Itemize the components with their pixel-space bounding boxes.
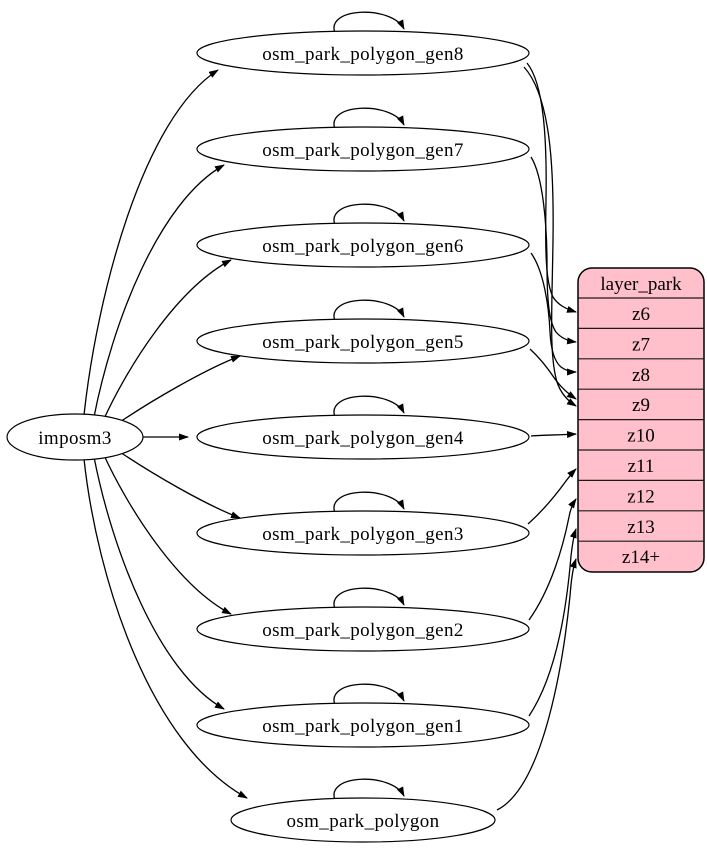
- edge-imposm3-gen6: [102, 259, 232, 422]
- node-osm-park-polygon-gen4: osm_park_polygon_gen4: [196, 414, 530, 460]
- table-row-z11: z11: [628, 456, 655, 477]
- node-osm-park-polygon-gen5: osm_park_polygon_gen5: [196, 318, 530, 364]
- layer-park-header: layer_park: [600, 274, 682, 295]
- node-osm-park-polygon: osm_park_polygon: [230, 797, 496, 843]
- gen3-ellipse: [196, 510, 530, 556]
- gen2-ellipse: [196, 606, 530, 652]
- self-loop-gen1: [333, 683, 405, 706]
- imposm3-label: imposm3: [38, 428, 112, 449]
- polygon-label: osm_park_polygon: [286, 811, 439, 832]
- table-row-z7: z7: [632, 334, 650, 355]
- self-loop-gen4: [333, 395, 405, 418]
- self-loop-gen6: [333, 203, 405, 226]
- edge-gen3-z11: [527, 468, 577, 525]
- edge-gen6-z8: [530, 252, 577, 376]
- gen6-ellipse: [196, 222, 530, 268]
- gen4-ellipse: [196, 414, 530, 460]
- edge-imposm3-gen7: [93, 164, 225, 418]
- edge-imposm3-gen1: [93, 456, 225, 710]
- self-loop-gen5: [333, 299, 405, 322]
- self-loop-gen7: [333, 107, 405, 130]
- edge-gen8-z6: [526, 62, 577, 313]
- table-row-z9: z9: [632, 395, 650, 416]
- edge-imposm3-gen5: [113, 355, 241, 427]
- layer-park-table: layer_park z6 z7 z8 z9 z10 z11 z12 z13 z…: [577, 267, 705, 573]
- self-loop-gen2: [333, 587, 405, 610]
- edge-gen5-z9: [529, 348, 577, 400]
- table-row-z10: z10: [627, 426, 654, 447]
- imposm3-ellipse: [6, 413, 144, 461]
- self-loop-gen8: [333, 11, 405, 34]
- table-row-z8: z8: [632, 365, 650, 386]
- edge-gen1-z13: [528, 528, 577, 717]
- edge-imposm3-gen8: [83, 69, 219, 416]
- gen1-ellipse: [196, 702, 530, 748]
- node-osm-park-polygon-gen1: osm_park_polygon_gen1: [196, 702, 530, 748]
- edge-gen2-z12: [528, 498, 577, 621]
- gen8-label: osm_park_polygon_gen8: [262, 44, 464, 65]
- self-loops: [333, 11, 405, 801]
- node-osm-park-polygon-gen2: osm_park_polygon_gen2: [196, 606, 530, 652]
- table-row-z14: z14+: [622, 547, 660, 568]
- gen4-label: osm_park_polygon_gen4: [262, 428, 464, 449]
- edge-imposm3-gen2: [102, 452, 232, 615]
- gen5-ellipse: [196, 318, 530, 364]
- edge-gen7-z7: [530, 156, 577, 345]
- self-loop-polygon: [333, 778, 405, 801]
- gen3-label: osm_park_polygon_gen3: [262, 524, 464, 545]
- edges-from-source: [83, 69, 248, 799]
- edge-gen4-z10: [530, 431, 577, 438]
- gen8-ellipse: [196, 30, 530, 76]
- gen6-label: osm_park_polygon_gen6: [262, 236, 464, 257]
- node-osm-park-polygon-gen6: osm_park_polygon_gen6: [196, 222, 530, 268]
- gen7-label: osm_park_polygon_gen7: [262, 140, 464, 161]
- node-osm-park-polygon-gen8: osm_park_polygon_gen8: [196, 30, 530, 76]
- node-osm-park-polygon-gen7: osm_park_polygon_gen7: [196, 126, 530, 172]
- edge-gen8-z9: [523, 66, 577, 407]
- edges-to-layer: [496, 62, 577, 811]
- table-row-z12: z12: [627, 486, 654, 507]
- edge-polygon-z14: [496, 558, 577, 811]
- self-loop-gen3: [333, 491, 405, 514]
- edge-imposm3-gen3: [113, 447, 241, 519]
- table-row-z13: z13: [627, 517, 654, 538]
- edge-imposm3-polygon: [83, 458, 248, 799]
- polygon-ellipse: [230, 797, 496, 843]
- gen1-label: osm_park_polygon_gen1: [262, 716, 464, 737]
- node-osm-park-polygon-gen3: osm_park_polygon_gen3: [196, 510, 530, 556]
- gen7-ellipse: [196, 126, 530, 172]
- node-imposm3: imposm3: [6, 413, 144, 461]
- table-row-z6: z6: [632, 304, 650, 325]
- gen2-label: osm_park_polygon_gen2: [262, 620, 464, 641]
- gen5-label: osm_park_polygon_gen5: [262, 332, 464, 353]
